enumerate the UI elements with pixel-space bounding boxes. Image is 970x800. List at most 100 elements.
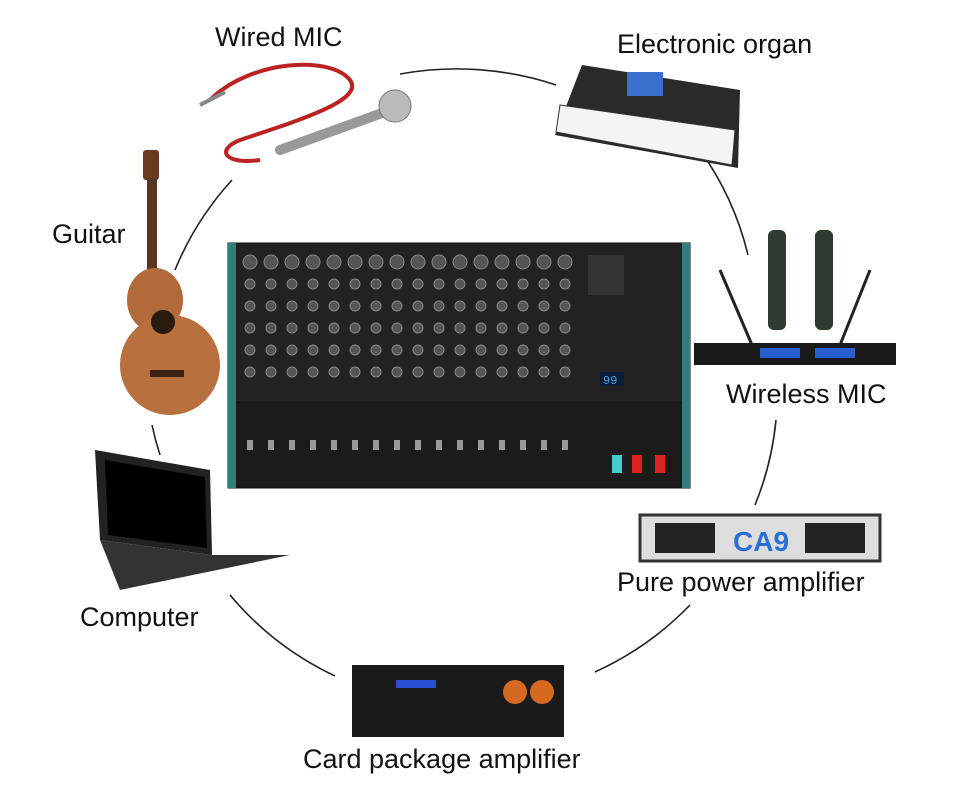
mixer-knob (328, 344, 340, 356)
mixer-knob (454, 300, 466, 312)
mixer-fader (541, 440, 547, 450)
mixer-knob (559, 278, 571, 290)
mixer-fader (562, 440, 568, 450)
mixer-knob (475, 322, 487, 334)
mixer-knob (265, 278, 277, 290)
label-guitar: Guitar (52, 219, 126, 249)
mixer-image: 99 (227, 242, 691, 489)
mixer-knob (391, 278, 403, 290)
mixer-knob (370, 366, 382, 378)
mixer-knob (349, 322, 361, 334)
mixer-knob (538, 322, 550, 334)
mixer-knob (452, 254, 468, 270)
label-card-package-amplifier: Card package amplifier (303, 744, 581, 774)
mixer-knob (496, 300, 508, 312)
mixer-knob (496, 322, 508, 334)
mixer-knob (433, 278, 445, 290)
mixer-knob (454, 322, 466, 334)
mixer-fader (247, 440, 253, 450)
mixer-knob (370, 322, 382, 334)
mixer-knob (412, 366, 424, 378)
mixer-knob (475, 344, 487, 356)
mixer-fader (436, 440, 442, 450)
mixer-knob (475, 278, 487, 290)
mixer-knob (517, 366, 529, 378)
mixer-knob (538, 344, 550, 356)
mixer-knob (370, 300, 382, 312)
mixer-knob (431, 254, 447, 270)
mixer-knob (454, 366, 466, 378)
mixer-knob (328, 300, 340, 312)
mixer-knob (517, 300, 529, 312)
mixer-knob (559, 366, 571, 378)
mixer-knob (349, 278, 361, 290)
mixer-knob (496, 366, 508, 378)
mixer-knob (391, 300, 403, 312)
wired-mic-image (199, 62, 412, 163)
amp-brand-logo: CA9 (733, 526, 789, 557)
connector-amp-card (594, 604, 691, 673)
mixer-fader (373, 440, 379, 450)
mixer-knob (536, 254, 552, 270)
mixer-knob (307, 300, 319, 312)
mixer-knob (389, 254, 405, 270)
mixer-fader (352, 440, 358, 450)
mixer-knob (496, 344, 508, 356)
mixer-knob (265, 366, 277, 378)
mixer-knob (538, 278, 550, 290)
mixer-fader (331, 440, 337, 450)
mixer-knob (538, 300, 550, 312)
mixer-knob (370, 344, 382, 356)
mixer-knob (454, 344, 466, 356)
mixer-knob (307, 344, 319, 356)
mixer-knob (559, 322, 571, 334)
connector-card-computer (229, 594, 336, 677)
mixer-knob (412, 278, 424, 290)
mixer-fader (478, 440, 484, 450)
mixer-knob (412, 344, 424, 356)
mixer-knob (244, 322, 256, 334)
mixer-knob (517, 278, 529, 290)
mixer-knob (517, 322, 529, 334)
label-pure-power-amplifier: Pure power amplifier (617, 567, 865, 597)
mixer-knob (557, 254, 573, 270)
mixer-knob (454, 278, 466, 290)
wireless-mic-image (694, 230, 896, 365)
mixer-fader (415, 440, 421, 450)
mixer-knob (244, 300, 256, 312)
mixer-knob (368, 254, 384, 270)
mixer-knob (410, 254, 426, 270)
mixer-knob (328, 322, 340, 334)
mixer-knob (244, 278, 256, 290)
mixer-knob (284, 254, 300, 270)
mixer-knob (263, 254, 279, 270)
mixer-knob (244, 366, 256, 378)
mixer-knob (559, 300, 571, 312)
mixer-knob (328, 366, 340, 378)
mixer-knob (538, 366, 550, 378)
mixer-fader (394, 440, 400, 450)
mixer-knob (244, 344, 256, 356)
mixer-knob (559, 344, 571, 356)
mixer-knob (307, 322, 319, 334)
mixer-knob (475, 366, 487, 378)
mixer-fader (457, 440, 463, 450)
mixer-knob (475, 300, 487, 312)
mixer-knob (391, 322, 403, 334)
mixer-knob (286, 300, 298, 312)
mixer-knob (242, 254, 258, 270)
connector-guitar-mic (174, 179, 233, 271)
label-wireless-mic: Wireless MIC (726, 379, 887, 409)
connector-organ-wireless (699, 149, 749, 256)
mixer-knob (515, 254, 531, 270)
mixer-fader (289, 440, 295, 450)
mixer-fader (520, 440, 526, 450)
mixer-knob (391, 344, 403, 356)
mixer-knob (305, 254, 321, 270)
mixer-knob (286, 366, 298, 378)
label-computer: Computer (80, 602, 199, 632)
mixer-knob (286, 344, 298, 356)
mixer-knob (265, 344, 277, 356)
mixer-knob (307, 366, 319, 378)
